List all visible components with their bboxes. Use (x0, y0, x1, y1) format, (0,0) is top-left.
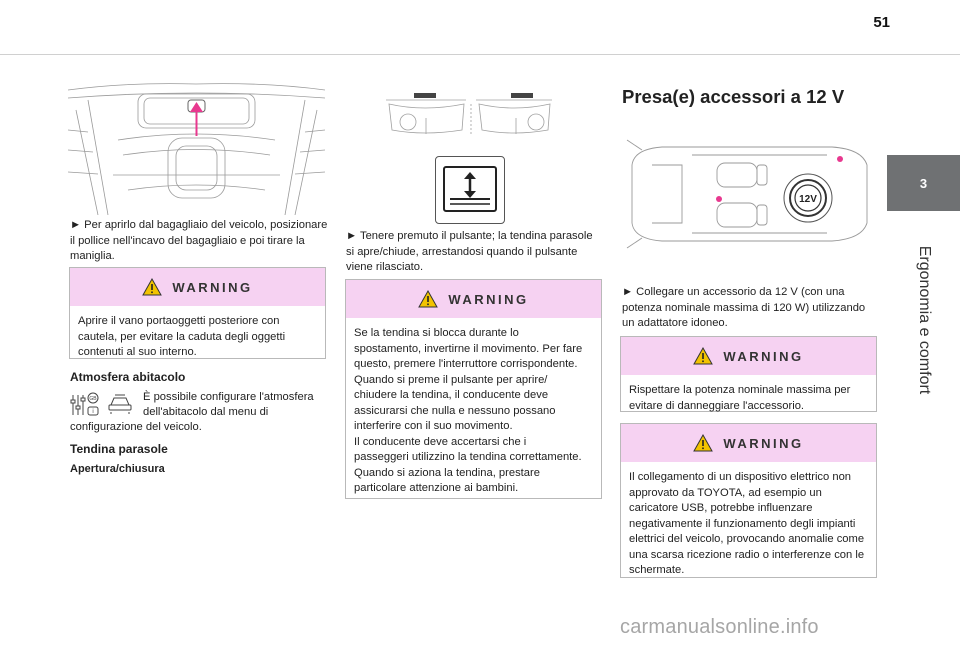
warning-line: particolare attenzione ai bambini. (354, 482, 519, 494)
warning-title: WARNING (723, 348, 804, 364)
apertura-heading: Apertura/chiusura (70, 463, 165, 475)
car-icon (107, 393, 133, 415)
warning-header: WARNING (621, 337, 876, 375)
warning-text: Se la tendina si blocca durante lo spost… (346, 318, 601, 505)
warning-header: WARNING (70, 268, 325, 306)
socket-label: 12V (799, 194, 817, 205)
warning-line: passeggeri utilizzino la tendina corrett… (354, 451, 582, 463)
warning-line: Quando si aziona la tendina, prestare (354, 466, 540, 479)
chapter-title: Ergonomia e comfort (887, 215, 960, 425)
chapter-title-text: Ergonomia e comfort (915, 245, 933, 395)
warning-line: Il conducente deve accertarsi che i (354, 435, 527, 448)
atmosfera-heading: Atmosfera abitacolo (70, 370, 186, 384)
warning-text: Rispettare la potenza nominale massima p… (629, 384, 851, 412)
sunshade-mirror-illustration (384, 90, 554, 138)
warning-title: WARNING (172, 279, 253, 295)
warning-text: Il collegamento di un dispositivo elettr… (629, 471, 865, 576)
warning-line: questo, premere l'interruttore corrispon… (354, 358, 578, 370)
warning-triangle-icon (693, 434, 714, 452)
svg-text:GB: GB (89, 396, 97, 402)
warning-header: WARNING (346, 280, 601, 318)
settings-menu-icon: GB i (70, 391, 100, 419)
warning-line: interferire con il suo movimento. (354, 420, 513, 432)
warning-box-devices: WARNING Il collegamento di un dispositiv… (620, 423, 877, 578)
section-title: Presa(e) accessori a 12 V (622, 86, 845, 107)
warning-box-sunshade: WARNING Se la tendina si blocca durante … (345, 279, 602, 499)
warning-header: WARNING (621, 424, 876, 462)
top-divider (0, 54, 960, 55)
warning-line: assicurarsi che nulla e nessuno possano (354, 404, 556, 417)
warning-box-power: WARNING Rispettare la potenza nominale m… (620, 336, 877, 412)
warning-triangle-icon (418, 290, 439, 308)
sunshade-instruction: ► Tenere premuto il pulsante; la tendina… (346, 230, 593, 273)
warning-line: spostamento, invertirne il movimento. Pe… (354, 342, 583, 355)
atmosfera-text-3: configurazione del veicolo. (70, 421, 202, 433)
trunk-handle-illustration (68, 80, 325, 215)
page-number: 51 (873, 14, 890, 31)
socket-instruction: ► Collegare un accessorio da 12 V (con u… (622, 286, 866, 329)
warning-line: Quando si preme il pulsante per aprire/ (354, 373, 548, 386)
sunshade-switch-icon (435, 156, 505, 224)
accessory-socket-illustration: 12V (622, 135, 874, 250)
chapter-tab[interactable]: 3 (887, 155, 960, 211)
warning-line: chiudere la tendina, il conducente deve (354, 389, 549, 401)
warning-box-trunk: WARNING Aprire il vano portaoggetti post… (69, 267, 326, 359)
trunk-instruction: ► Per aprirlo dal bagagliaio del veicolo… (70, 219, 328, 262)
warning-triangle-icon (142, 278, 163, 296)
atmosfera-text-1: È possibile configurare l'atmosfera (143, 391, 314, 403)
tendina-heading: Tendina parasole (70, 442, 168, 456)
warning-title: WARNING (448, 291, 529, 307)
atmosfera-text-2: dell'abitacolo dal menu di (143, 406, 269, 418)
warning-line: Se la tendina si blocca durante lo (354, 327, 519, 339)
warning-triangle-icon (693, 347, 714, 365)
svg-text:i: i (92, 409, 93, 415)
warning-text: Aprire il vano portaoggetti posteriore c… (78, 315, 286, 358)
watermark-footer: carmanualsonline.info (620, 616, 819, 638)
warning-title: WARNING (723, 435, 804, 451)
